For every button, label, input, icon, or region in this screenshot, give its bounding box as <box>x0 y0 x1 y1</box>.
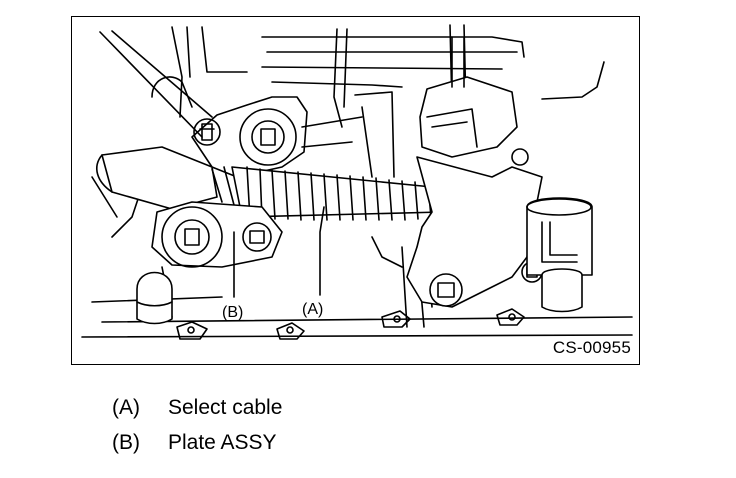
leader-line-a <box>319 206 325 296</box>
legend-text-b: Plate ASSY <box>168 431 277 454</box>
cylinder-right <box>526 197 593 313</box>
figure-code: CS-00955 <box>552 338 631 357</box>
illustration-frame: (A) (B) CS-00955 <box>71 16 640 365</box>
upper-plate <box>151 76 308 178</box>
transmission-select-cable-illustration <box>81 24 633 340</box>
lower-plate <box>151 201 283 318</box>
legend-item-b: (B) Plate ASSY <box>112 431 277 455</box>
cable-bellows <box>231 166 443 221</box>
callout-a: (A) <box>302 301 324 318</box>
select-cable <box>96 146 475 223</box>
callout-b: (B) <box>222 304 244 321</box>
legend-item-a: (A) Select cable <box>112 396 282 420</box>
dome-nut-left <box>136 271 173 325</box>
legend-text-a: Select cable <box>168 396 283 419</box>
legend-key-b: (B) <box>112 431 140 454</box>
bottom-brackets <box>176 308 525 340</box>
legend-key-a: (A) <box>112 396 140 419</box>
selector-lever <box>371 36 543 308</box>
